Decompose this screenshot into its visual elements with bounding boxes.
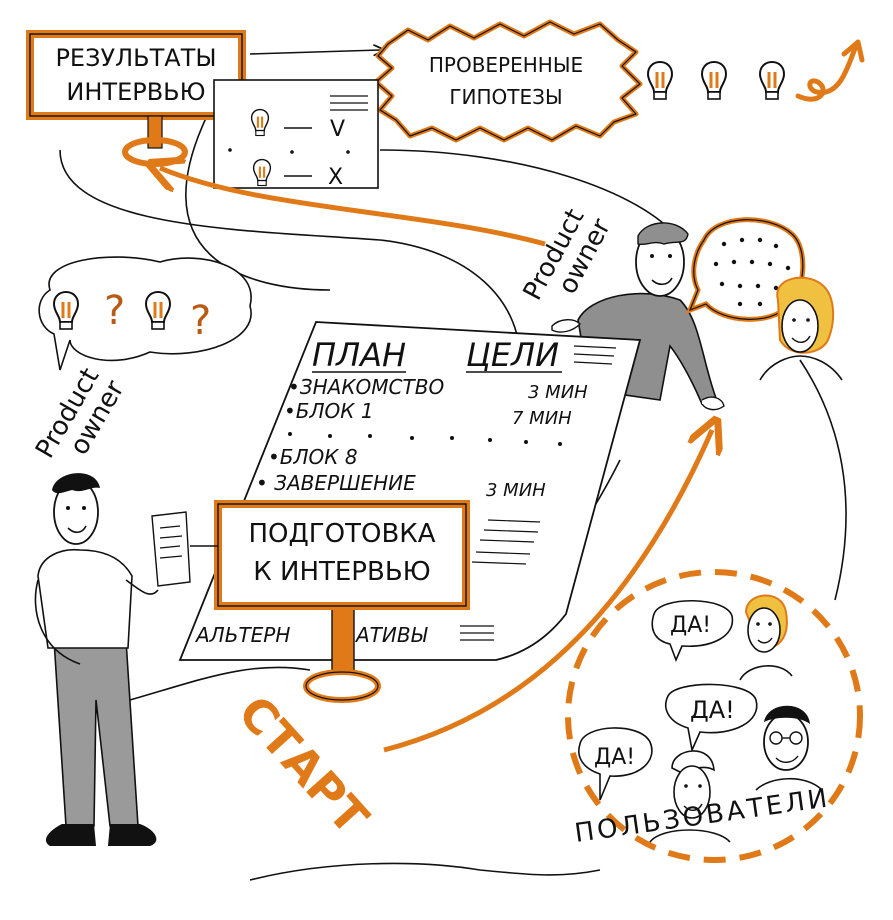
svg-text:ДА!: ДА! xyxy=(670,613,711,638)
plan-row-time: 3 МИН xyxy=(486,480,546,501)
svg-text:ДА!: ДА! xyxy=(690,696,735,724)
lightbulb-icon xyxy=(646,60,674,101)
user-curly-figure xyxy=(649,750,731,843)
squiggle-arrow-icon xyxy=(795,39,865,102)
verified-hypotheses-line1: ПРОВЕРЕННЫЕ xyxy=(429,53,583,77)
plan-ellipsis-dots xyxy=(288,432,562,446)
verified-hypotheses-burst: ПРОВЕРЕННЫЕ ГИПОТЕЗЫ xyxy=(373,19,643,143)
user-glasses-figure xyxy=(755,705,823,791)
questions-thought-bubble: ? ? xyxy=(38,256,252,371)
question-mark-icon: ? xyxy=(190,298,211,344)
user-blonde-figure xyxy=(739,594,793,681)
interview-results-line1: РЕЗУЛЬТАТЫ xyxy=(55,44,216,72)
results-card: V X xyxy=(213,79,379,190)
user-woman-figure xyxy=(759,276,843,381)
interview-prep-sign: ПОДГОТОВКА К ИНТЕРВЬЮ xyxy=(214,500,470,703)
lightbulb-icon xyxy=(758,60,786,101)
speech-bubble-yes: ДА! xyxy=(578,727,653,801)
plan-row-label: •БЛОК 1 xyxy=(284,399,374,423)
start-arrow xyxy=(383,430,712,753)
plan-row-time: 3 МИН xyxy=(528,382,588,403)
question-mark-icon: ? xyxy=(104,288,125,334)
plan-row-label: •ЗНАКОМСТВО xyxy=(288,375,444,399)
product-owner-left-figure xyxy=(34,473,218,846)
speech-bubble-yes: ДА! xyxy=(651,599,734,663)
cross-icon: X xyxy=(328,165,343,190)
plan-row-label: • ЗАВЕРШЕНИЕ xyxy=(256,471,416,495)
plan-row-time: 7 МИН xyxy=(512,408,572,429)
plan-footer-left: АЛЬТЕРН xyxy=(194,623,290,647)
svg-text:СТАРТ: СТАРТ xyxy=(228,685,380,845)
plan-row-label: •БЛОК 8 xyxy=(268,445,358,469)
svg-text:ДА!: ДА! xyxy=(594,745,635,770)
start-label: СТАРТ xyxy=(228,685,380,845)
lightbulb-icon xyxy=(700,60,728,101)
interview-results-line2: ИНТЕРВЬЮ xyxy=(66,78,205,106)
product-owner-left-label: Product owner xyxy=(30,363,131,463)
plan-col1-header: ПЛАН xyxy=(312,336,406,374)
speech-bubble-yes: ДА! xyxy=(664,683,758,753)
plan-footer-right: АТИВЫ xyxy=(354,623,429,647)
feedback-arrow xyxy=(160,168,546,247)
results-to-hypotheses-arrow xyxy=(249,50,380,54)
users-circle: ДА! ДА! ДА! xyxy=(565,569,863,863)
prep-sign-line1: ПОДГОТОВКА xyxy=(248,519,435,549)
prep-sign-line2: К ИНТЕРВЬЮ xyxy=(253,557,430,587)
interview-results-sign: РЕЗУЛЬТАТЫ ИНТЕРВЬЮ xyxy=(26,30,246,167)
checkmark-icon: V xyxy=(330,117,345,142)
verified-hypotheses-line2: ГИПОТЕЗЫ xyxy=(449,85,562,109)
plan-col2-header: ЦЕЛИ xyxy=(466,336,559,374)
